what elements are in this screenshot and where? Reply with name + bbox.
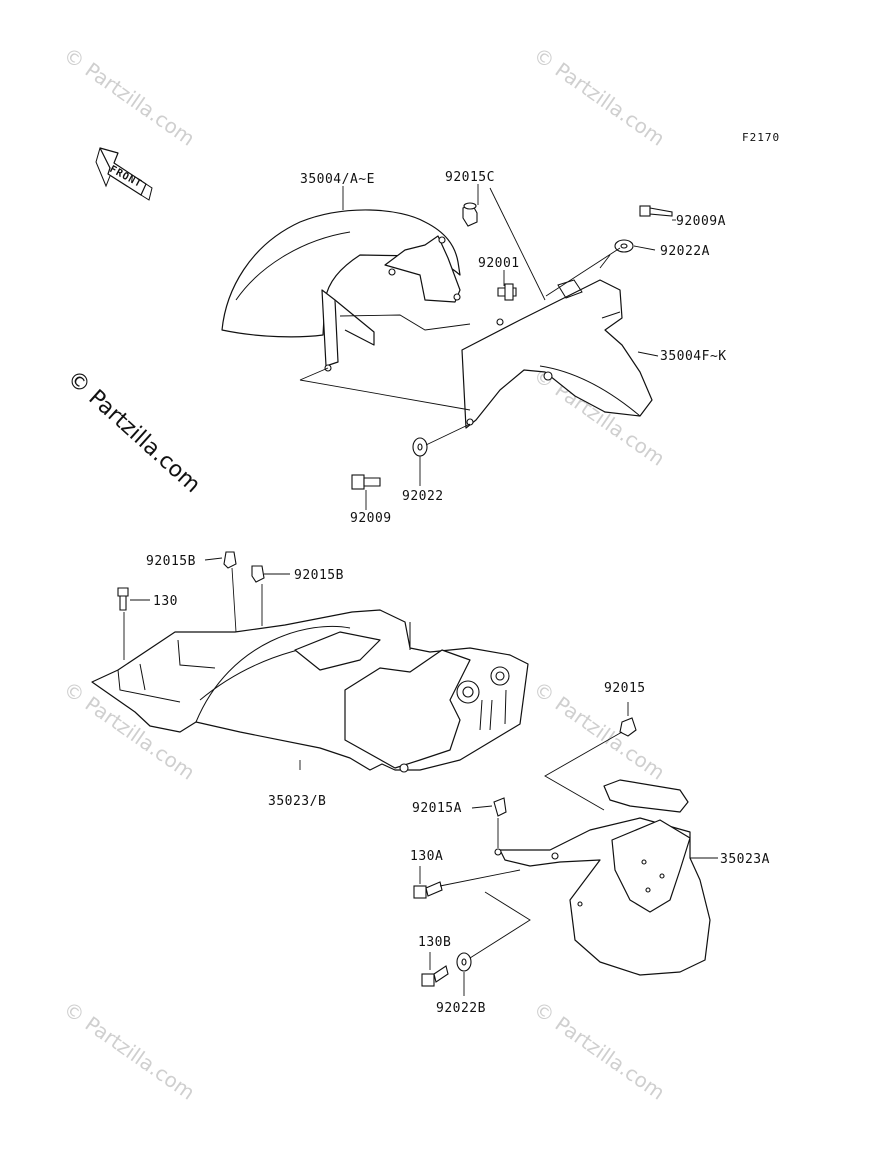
label-92022a: 92022A (660, 244, 710, 259)
label-92001: 92001 (478, 256, 520, 271)
front-fender-leaders (299, 184, 676, 510)
label-92022: 92022 (402, 489, 444, 504)
rear-flap-leaders (419, 702, 718, 996)
front-fender-rear-half (461, 279, 653, 429)
washer-92022a-icon (614, 239, 634, 253)
figure-code: F2170 (742, 131, 780, 144)
washer-92022-icon (412, 437, 428, 457)
label-92015c: 92015C (445, 170, 495, 185)
label-92009: 92009 (350, 511, 392, 526)
label-35004f-k: 35004F~K (660, 349, 727, 364)
label-92015b-2: 92015B (294, 568, 344, 583)
nut-92015a-icon (493, 797, 507, 817)
label-92015a: 92015A (412, 801, 462, 816)
label-35004-a-e: 35004/A~E (300, 172, 375, 187)
rear-fender-leaders (123, 557, 301, 770)
front-arrow-icon: FRONT (95, 147, 153, 201)
watermark-5: © Partzilla.com (529, 676, 669, 784)
bolt-92009-icon (351, 474, 381, 490)
bolt-92009a-icon (639, 205, 673, 217)
washer-92022b-icon (456, 952, 472, 972)
screw-130-icon (117, 587, 129, 611)
label-35023a: 35023A (720, 852, 770, 867)
label-92009a: 92009A (676, 214, 726, 229)
watermark-6: © Partzilla.com (59, 996, 199, 1104)
label-35023-b: 35023/B (268, 794, 326, 809)
label-92015b-1: 92015B (146, 554, 196, 569)
rear-fender-inner (91, 609, 529, 773)
bushing-92015c-icon (462, 202, 478, 227)
nut-92015-icon (619, 717, 637, 737)
screw-130b-icon (421, 965, 449, 987)
bolt-92001-icon (497, 283, 517, 301)
watermark-1: © Partzilla.com (59, 42, 199, 150)
watermark-7: © Partzilla.com (529, 996, 669, 1104)
nut-92015b-2-icon (251, 565, 265, 583)
screw-130a-icon (413, 881, 443, 899)
label-130: 130 (153, 594, 178, 609)
watermarks: © Partzilla.com © Partzilla.com © Partzi… (59, 42, 669, 1104)
watermark-2: © Partzilla.com (529, 42, 669, 150)
label-92022b: 92022B (436, 1001, 486, 1016)
nut-92015b-1-icon (223, 551, 237, 569)
rear-fender-flap (494, 779, 711, 976)
part-labels: 35004/A~E 92015C 92009A 92022A 92001 350… (146, 170, 770, 1016)
front-fender-front-half (221, 209, 461, 372)
label-92015: 92015 (604, 681, 646, 696)
label-130a: 130A (410, 849, 443, 864)
watermark-dark: © Partzilla.com (62, 366, 205, 498)
label-130b: 130B (418, 935, 451, 950)
